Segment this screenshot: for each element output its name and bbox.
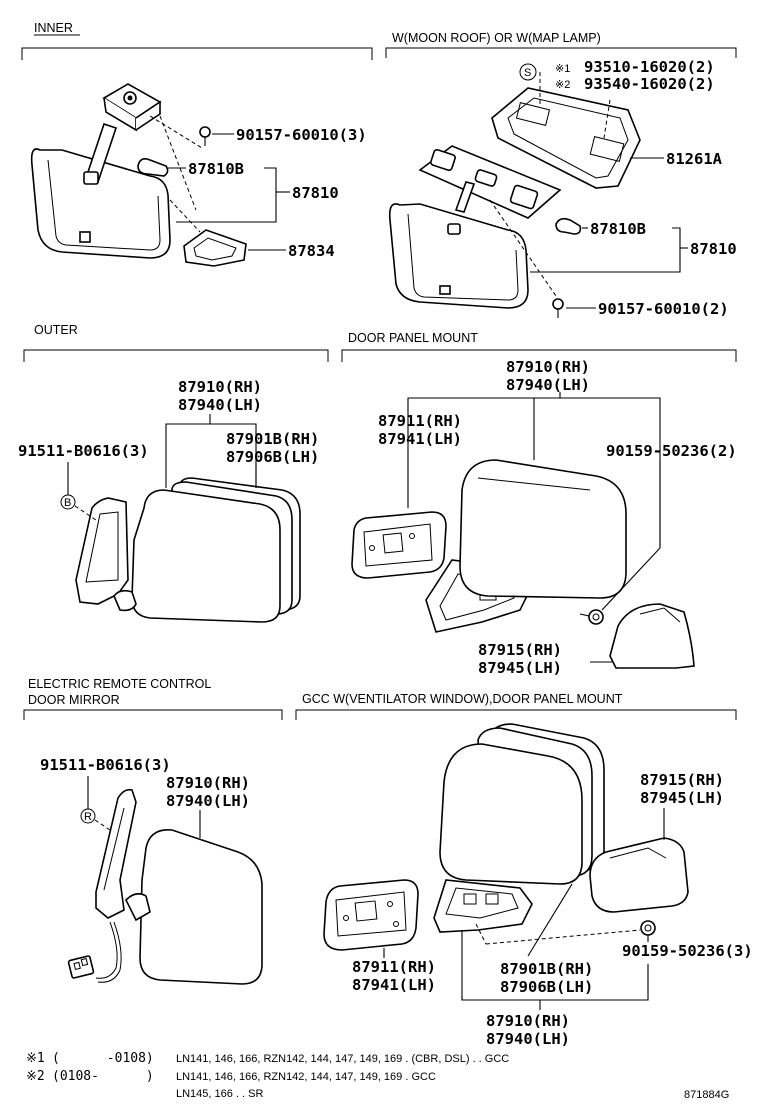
- marker-r: R: [84, 811, 92, 823]
- bracket-electric: [23, 709, 283, 720]
- note2-range: (0108- ): [52, 1069, 154, 1084]
- circle-s-marker: [519, 63, 537, 81]
- label-inner-mirror: 87810: [292, 184, 339, 202]
- bracket-moon-roof: [385, 47, 737, 58]
- inner-mirror-drawing: [30, 83, 247, 267]
- label-elec-assy-lh: 87940(LH): [166, 792, 250, 810]
- label-moon-screw: 90157-60010(2): [598, 300, 729, 318]
- label-outer-glass-rh: 87901B(RH): [226, 430, 319, 448]
- label-elec-bracket: 91511-B0616(3): [40, 756, 171, 774]
- label-outer-bracket: 91511-B0616(3): [18, 442, 149, 460]
- moon-roof-drawing: [388, 72, 641, 318]
- note1-range: ( -0108): [52, 1051, 154, 1066]
- label-gcc-cover-lh: 87945(LH): [640, 789, 724, 807]
- section-inner: INNER: [34, 21, 73, 35]
- marker-b: B: [64, 497, 71, 509]
- section-outer: OUTER: [34, 323, 78, 337]
- note1-mark: ※1: [26, 1051, 45, 1066]
- label-gcc-gasket-lh: 87941(LH): [352, 976, 436, 994]
- bracket-door-panel: [341, 349, 737, 362]
- label-door-assy-rh: 87910(RH): [506, 358, 590, 376]
- marker-s: S: [524, 67, 531, 79]
- label-gcc-glass-rh: 87901B(RH): [500, 960, 593, 978]
- bracket-outer: [23, 349, 329, 362]
- label-gcc-cover-rh: 87915(RH): [640, 771, 724, 789]
- outer-mirror-drawing: [75, 477, 301, 623]
- label-moon-bulb: 87810B: [590, 220, 646, 238]
- label-outer-assy-rh: 87910(RH): [178, 378, 262, 396]
- label-moon-ref1: 93510-16020(2): [584, 58, 715, 76]
- door-panel-drawing: [351, 459, 695, 669]
- electric-mirror-drawing: [67, 788, 263, 985]
- label-gcc-glass-lh: 87906B(LH): [500, 978, 593, 996]
- label-door-cover-lh: 87945(LH): [478, 659, 562, 677]
- label-inner-cover: 87834: [288, 242, 335, 260]
- note2-text: LN141, 146, 166, RZN142, 144, 147, 149, …: [176, 1071, 436, 1083]
- label-door-gasket-lh: 87941(LH): [378, 430, 462, 448]
- label-inner-bulb: 87810B: [188, 160, 244, 178]
- figure-code: 871884G: [684, 1089, 729, 1101]
- label-inner-screw: 90157-60010(3): [236, 126, 367, 144]
- note2-mark: ※2: [26, 1069, 45, 1084]
- label-outer-glass-lh: 87906B(LH): [226, 448, 319, 466]
- moon-ref1-mark: ※1: [555, 63, 570, 75]
- label-gcc-screw: 90159-50236(3): [622, 942, 753, 960]
- gcc-mirror-drawing: [323, 723, 689, 951]
- bracket-inner: [21, 47, 373, 60]
- label-gcc-gasket-rh: 87911(RH): [352, 958, 436, 976]
- label-door-gasket-rh: 87911(RH): [378, 412, 462, 430]
- label-moon-ref2: 93540-16020(2): [584, 75, 715, 93]
- label-gcc-assy-rh: 87910(RH): [486, 1012, 570, 1030]
- bracket-gcc: [295, 709, 737, 720]
- note3-text: LN145, 166 . . SR: [176, 1088, 263, 1100]
- label-outer-assy-lh: 87940(LH): [178, 396, 262, 414]
- section-moon-roof: W(MOON ROOF) OR W(MAP LAMP): [392, 31, 601, 45]
- label-door-assy-lh: 87940(LH): [506, 376, 590, 394]
- label-elec-assy-rh: 87910(RH): [166, 774, 250, 792]
- label-moon-housing: 81261A: [666, 150, 723, 168]
- label-gcc-assy-lh: 87940(LH): [486, 1030, 570, 1048]
- moon-ref2-mark: ※2: [555, 79, 570, 91]
- section-electric-line1: ELECTRIC REMOTE CONTROL: [28, 677, 211, 691]
- section-gcc: GCC W(VENTILATOR WINDOW),DOOR PANEL MOUN…: [302, 692, 623, 706]
- section-electric-line2: DOOR MIRROR: [28, 693, 120, 707]
- section-door-panel-mount: DOOR PANEL MOUNT: [348, 331, 478, 345]
- label-door-cover-rh: 87915(RH): [478, 641, 562, 659]
- note1-text: LN141, 146, 166, RZN142, 144, 147, 149, …: [176, 1053, 509, 1065]
- label-moon-mirror: 87810: [690, 240, 737, 258]
- label-door-screw: 90159-50236(2): [606, 442, 737, 460]
